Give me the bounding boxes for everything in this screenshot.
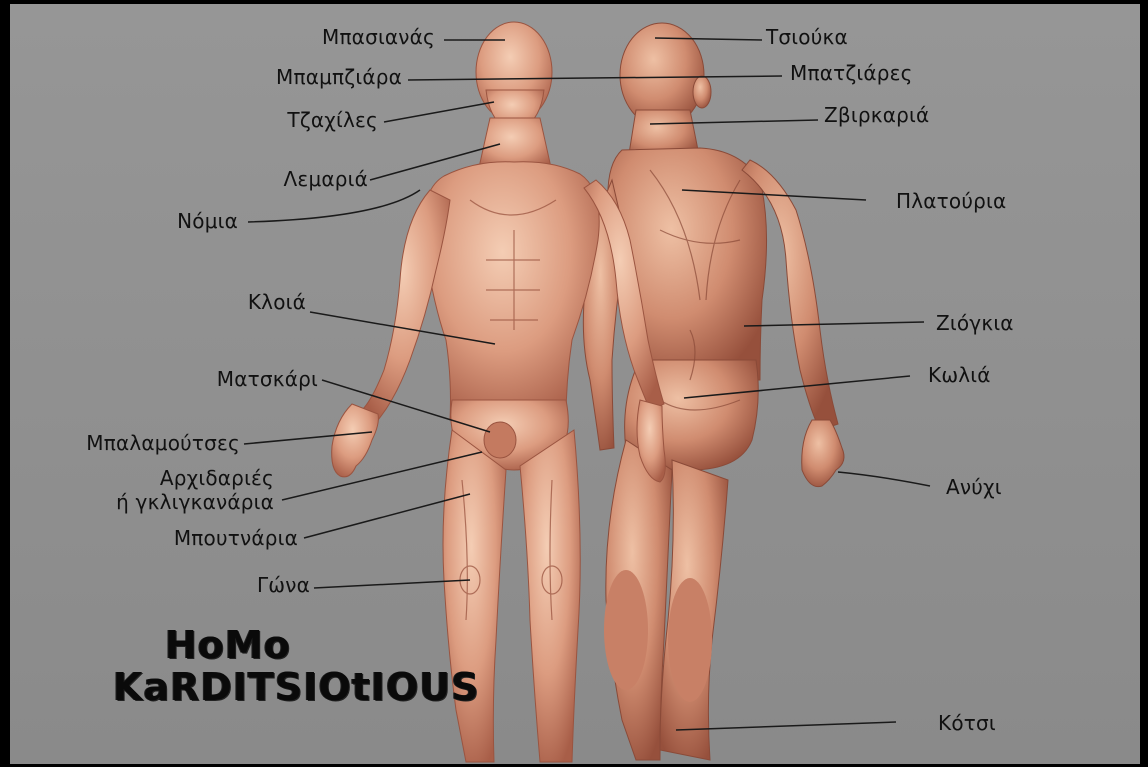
label-gona: Γώνα [257, 574, 310, 597]
label-mpampziara: Μπαμπζιάρα [276, 66, 402, 89]
label-zvirkaria: Ζβιρκαριά [824, 104, 929, 127]
label-mpatziares: Μπατζιάρες [790, 62, 913, 85]
label-mpalamoutses: Μπαλαμούτσες [86, 432, 240, 455]
label-archidaries-line2: ή γκλιγκανάρια [116, 490, 274, 514]
title-line1: HoMo [113, 624, 363, 666]
label-tsiouka: Τσιούκα [766, 26, 848, 49]
label-ziogkia: Ζιόγκια [936, 312, 1014, 335]
label-lemaria: Λεμαριά [284, 168, 368, 191]
label-matskari: Ματσκάρι [217, 368, 318, 391]
label-nomia: Νόμια [177, 210, 238, 233]
label-mpasianas: Μπασιανάς [322, 26, 435, 49]
label-platouria: Πλατούρια [896, 190, 1006, 213]
label-archidaries-line1: Αρχιδαριές [116, 466, 274, 490]
label-kolia: Κωλιά [928, 364, 991, 387]
diagram-title: HoMo KaRDITSIOtIOUS [113, 624, 363, 708]
label-mpoutnaria: Μπουτνάρια [174, 527, 298, 550]
label-anychi: Ανύχι [946, 476, 1002, 499]
label-tzachiles: Τζαχίλες [287, 109, 378, 132]
label-kloia: Κλοιά [248, 291, 306, 314]
label-kotsi: Κότσι [938, 712, 996, 735]
label-archidaries: Αρχιδαριές ή γκλιγκανάρια [116, 466, 274, 514]
title-line2: KaRDITSIOtIOUS [113, 666, 363, 708]
